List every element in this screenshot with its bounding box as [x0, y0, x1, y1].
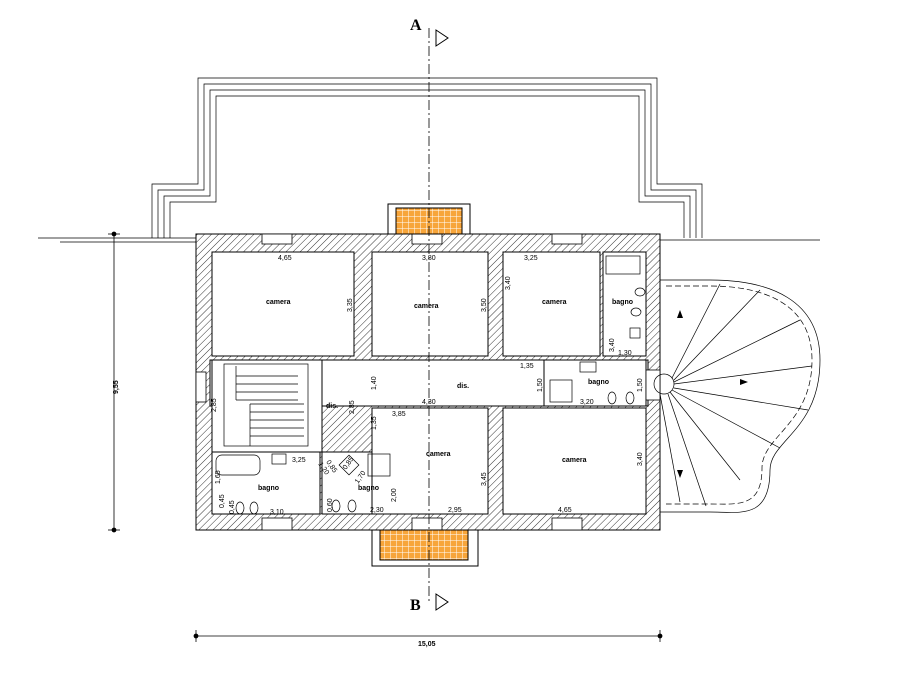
section-arrow-icon — [435, 593, 449, 611]
dimension-label: 3,25 — [524, 255, 538, 262]
dimension-label: 2,30 — [370, 507, 384, 514]
dimension-label: 0,45 — [229, 500, 236, 514]
dimension-label: 2,95 — [448, 507, 462, 514]
section-mark-b: B — [410, 597, 421, 614]
dimension-label: 1,35 — [371, 416, 378, 430]
dimension-label: 2,85 — [211, 398, 218, 412]
dimension-label: 4,65 — [278, 255, 292, 262]
room-label: camera — [562, 457, 587, 464]
room-label: camera — [426, 451, 451, 458]
dimension-label-total-height: 9,55 — [113, 380, 120, 394]
section-mark-a: A — [410, 17, 422, 34]
dimension-label: 3,40 — [609, 338, 616, 352]
dimension-label: 1,65 — [215, 470, 222, 484]
dimension-label: 3,50 — [481, 298, 488, 312]
windows — [195, 233, 661, 531]
dimension-label: 0,60 — [327, 498, 334, 512]
reference-lines — [38, 237, 820, 243]
dimension-label: 3,35 — [347, 298, 354, 312]
stair-direction-arrow-icon — [677, 310, 748, 478]
room-label: dis. — [457, 383, 469, 390]
dimension-label: 3,10 — [270, 509, 284, 516]
dimension-label: 4,65 — [558, 507, 572, 514]
dimension-label: 3,20 — [580, 399, 594, 406]
dimension-label: 3,85 — [392, 411, 406, 418]
dimension-label: 3,40 — [505, 276, 512, 290]
roof-terrace-outline — [151, 77, 703, 238]
dimension-label: 1,30 — [618, 350, 632, 357]
dimension-label: 1,50 — [637, 378, 644, 392]
room-label: camera — [266, 299, 291, 306]
dimension-label: 1,35 — [520, 363, 534, 370]
section-arrow-icon — [435, 29, 449, 47]
dimension-label: 2,85 — [349, 400, 356, 414]
room-label: bagno — [358, 485, 379, 492]
section-axis — [428, 28, 449, 611]
dimension-label: 1,50 — [537, 378, 544, 392]
dimension-label: 3,25 — [292, 457, 306, 464]
dimension-label: 4,30 — [422, 399, 436, 406]
exterior-walls — [195, 233, 661, 531]
spiral-staircase — [653, 279, 821, 513]
dimension-label: 1,40 — [371, 376, 378, 390]
room-label: dis. — [326, 403, 338, 410]
staircase — [223, 363, 309, 447]
balcony-bottom — [371, 529, 479, 567]
room-label: camera — [542, 299, 567, 306]
dimension-lines — [108, 231, 663, 642]
bath-fixtures — [215, 255, 646, 515]
dimension-label: 0,45 — [219, 494, 226, 508]
dimension-label: 3,80 — [422, 255, 436, 262]
dimension-label: 3,40 — [637, 452, 644, 466]
room-label: bagno — [612, 299, 633, 306]
dimension-label-total-width: 15,05 — [418, 641, 436, 648]
dimension-label: 3,45 — [481, 472, 488, 486]
room-label: camera — [414, 303, 439, 310]
room-label: bagno — [588, 379, 609, 386]
room-label: bagno — [258, 485, 279, 492]
dimension-label: 2,00 — [391, 488, 398, 502]
